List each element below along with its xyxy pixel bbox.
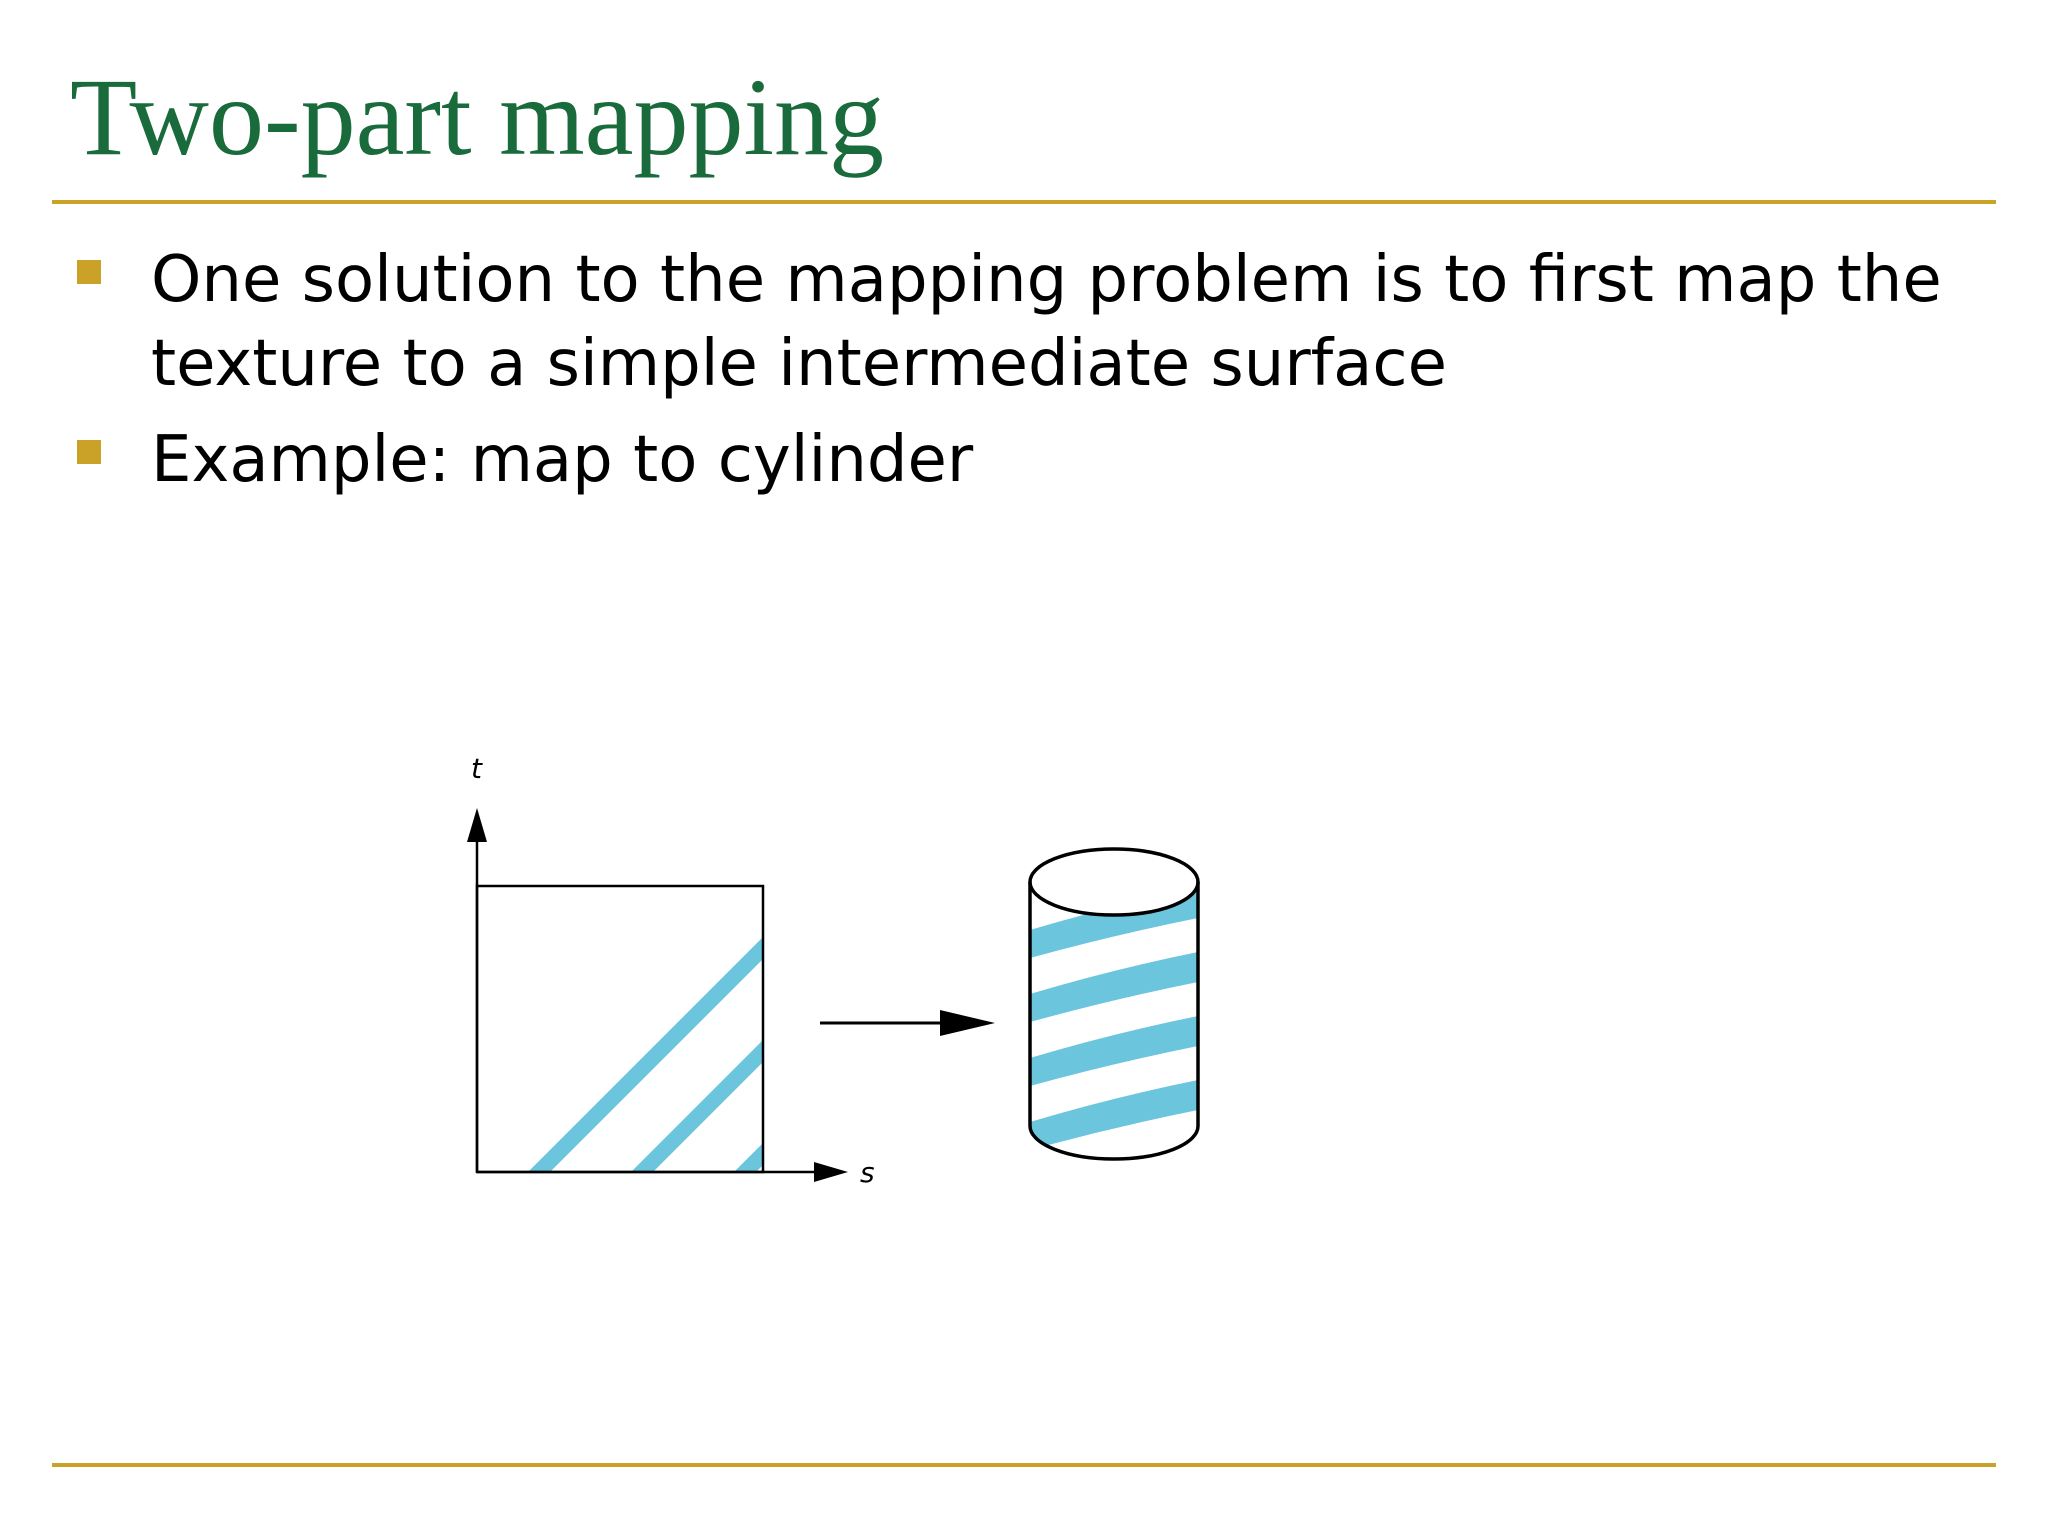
mapping-arrow-head: [940, 1010, 995, 1036]
texture-stripes: [528, 937, 763, 1172]
t-axis-label: t: [471, 752, 483, 785]
footer-divider: [52, 1463, 1996, 1467]
bullet-list: One solution to the mapping problem is t…: [0, 238, 2048, 514]
s-axis-label: s: [860, 1156, 875, 1189]
bullet-text: Example: map to cylinder: [151, 423, 974, 497]
bullet-text: One solution to the mapping problem is t…: [151, 243, 1942, 401]
t-axis-arrowhead: [467, 808, 487, 842]
square-bullet-icon: [77, 440, 101, 464]
title-divider: [52, 200, 1996, 204]
bullet-item: Example: map to cylinder: [0, 418, 2048, 502]
cylinder-outline: [1028, 882, 1200, 1161]
bullet-item: One solution to the mapping problem is t…: [0, 238, 2048, 406]
texture-square: [475, 884, 765, 1174]
s-axis-arrowhead: [814, 1162, 848, 1182]
square-bullet-icon: [77, 260, 101, 284]
texture-to-cylinder-figure: t s: [420, 740, 1270, 1200]
cylinder-top: [1028, 847, 1200, 917]
slide-title: Two-part mapping: [70, 56, 885, 178]
